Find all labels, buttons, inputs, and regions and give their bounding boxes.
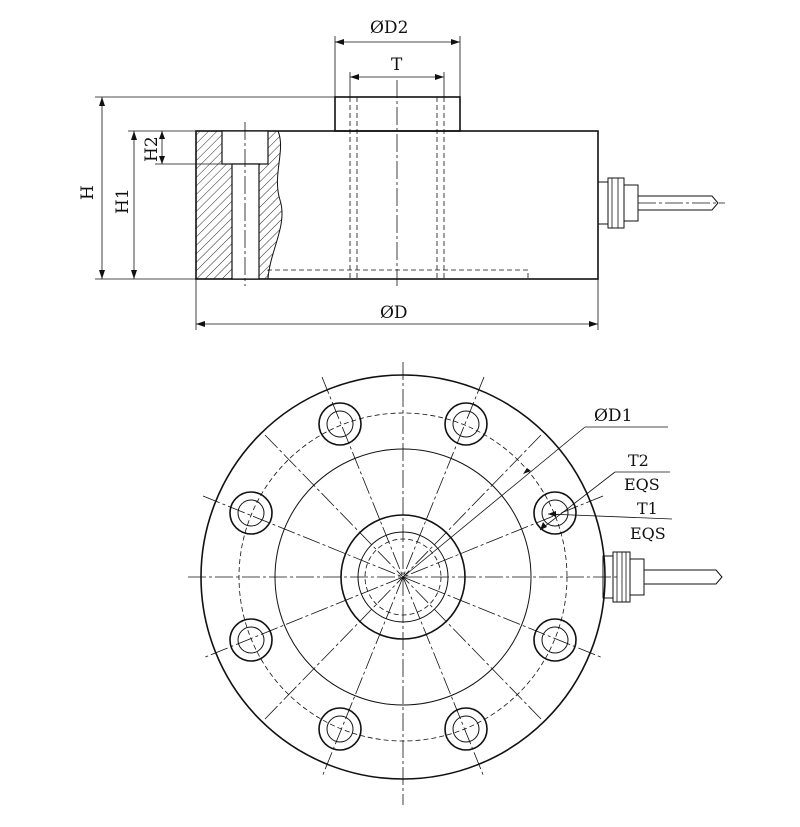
bolt-hole-2 (444, 402, 488, 446)
leader-t2 (539, 471, 616, 531)
side-cable-gland (597, 177, 725, 229)
bolt-hole-5 (444, 707, 488, 751)
bolt-hole-1 (318, 402, 362, 446)
label-h1: H1 (113, 188, 133, 214)
top-view: ØD1 T2 EQS T1 EQS (188, 362, 723, 805)
leader-d1 (402, 426, 586, 578)
label-t1-eqs: EQS (630, 524, 666, 543)
label-d1: ØD1 (594, 406, 632, 426)
bolt-hole-8 (229, 491, 273, 535)
label-d: ØD (380, 303, 408, 323)
bolt-hole (231, 163, 260, 280)
label-h: H (78, 185, 98, 200)
label-t1: T1 (637, 499, 658, 518)
label-t: T (391, 55, 403, 75)
bottom-recess (267, 269, 529, 279)
break-line (267, 130, 283, 280)
top-cable-gland (602, 551, 723, 603)
label-d2: ØD2 (370, 18, 408, 38)
side-top-boss (334, 96, 461, 132)
bolt-hole-4 (533, 618, 577, 662)
bolt-hole-7 (229, 618, 273, 662)
label-t2-eqs: EQS (624, 475, 660, 494)
side-view: ØD2 T H H1 H2 ØD (78, 18, 725, 330)
bolt-hole-3 (533, 491, 577, 535)
label-h2: H2 (142, 136, 162, 162)
bolt-hole-6 (318, 707, 362, 751)
label-t2: T2 (628, 451, 649, 470)
bolt-holes (229, 402, 577, 751)
leader-t1 (547, 513, 673, 520)
